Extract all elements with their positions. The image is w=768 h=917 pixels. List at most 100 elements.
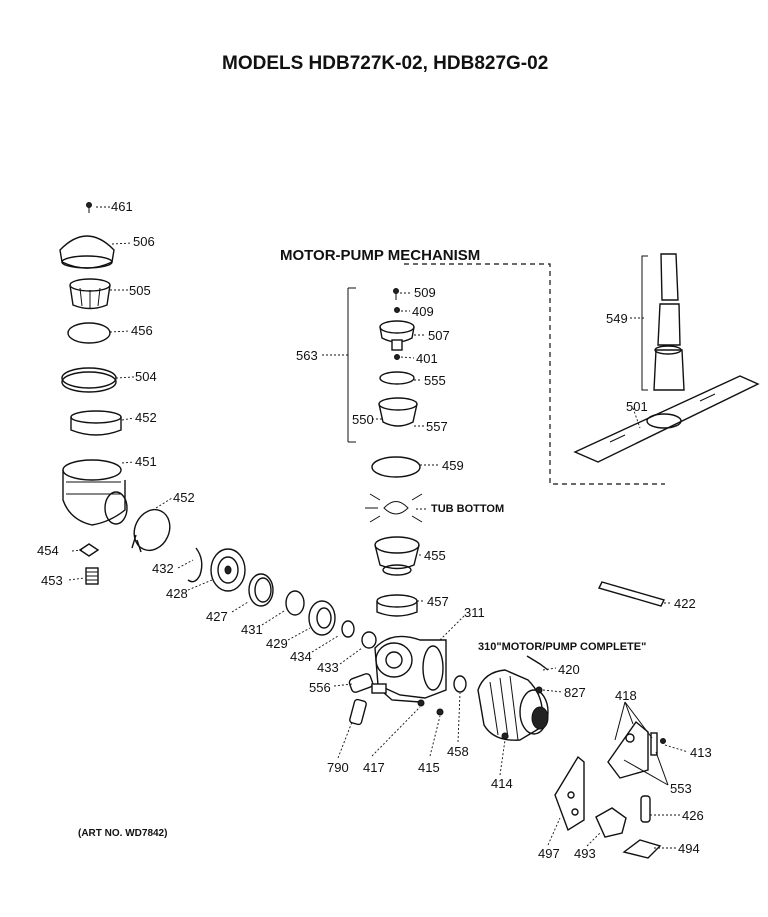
part-label-509: 509: [414, 285, 436, 300]
part-labels: 461 506 505 456 504 452 451 452 454 453 …: [37, 199, 712, 861]
nut-550-557: [378, 397, 418, 427]
part-label-428: 428: [166, 586, 188, 601]
wire-420: [526, 655, 549, 671]
part-label-432: 432: [152, 561, 174, 576]
strainer-505: [69, 278, 111, 310]
part-label-451: 451: [135, 454, 157, 469]
washer-434: [341, 620, 355, 638]
part-label-505: 505: [129, 283, 151, 298]
part-label-417: 417: [363, 760, 385, 775]
tub-bottom-callout: TUB BOTTOM: [431, 503, 504, 515]
washer-401: [394, 354, 400, 360]
spray-arm-501: [573, 375, 760, 463]
part-label-504: 504: [135, 369, 157, 384]
part-label-452-upper: 452: [135, 410, 157, 425]
part-label-555: 555: [424, 373, 446, 388]
washer-409: [394, 307, 400, 313]
part-label-311: 311: [464, 605, 485, 620]
screw-553: [650, 732, 658, 756]
impeller-429: [308, 600, 336, 636]
tube-556: [348, 673, 374, 693]
impeller-428: [210, 548, 246, 592]
ring-456: [67, 322, 111, 344]
cover-506: [59, 235, 115, 269]
section-title: MOTOR-PUMP MECHANISM: [280, 247, 480, 264]
screw-414: [501, 732, 509, 740]
clamp-452-upper: [70, 410, 122, 436]
boundary-dashed: [404, 263, 665, 485]
bracket-418: [607, 720, 649, 779]
part-label-497: 497: [538, 846, 560, 861]
guard-427: [248, 573, 274, 607]
leader-lines: [68, 206, 689, 849]
part-label-427: 427: [206, 609, 228, 624]
part-label-415: 415: [418, 760, 440, 775]
housing-451: [62, 459, 128, 526]
part-label-827: 827: [564, 685, 586, 700]
seal-431: [285, 590, 305, 616]
screw-417: [417, 699, 425, 707]
gasket-459: [371, 456, 421, 478]
part-label-426: 426: [682, 808, 704, 823]
part-label-493: 493: [574, 846, 596, 861]
seal-454: [78, 543, 100, 557]
spring-432: [187, 547, 203, 583]
part-label-452-lower: 452: [173, 490, 195, 505]
part-label-790: 790: [327, 760, 349, 775]
ring-504: [61, 367, 117, 393]
clamp-452-lower: [131, 508, 171, 553]
part-label-553: 553: [670, 781, 692, 796]
part-label-420: 420: [558, 662, 580, 677]
screw-415: [436, 708, 444, 716]
part-label-401: 401: [416, 351, 438, 366]
part-label-458: 458: [447, 744, 469, 759]
part-label-414: 414: [491, 776, 513, 791]
diagram-title: MODELS HDB727K-02, HDB827G-02: [222, 53, 548, 74]
part-label-434: 434: [290, 649, 312, 664]
pump-housing-311: [374, 635, 447, 703]
clip-413: [660, 738, 666, 744]
mount-493: [595, 807, 627, 838]
part-label-563: 563: [296, 348, 318, 363]
seal-458: [453, 675, 467, 693]
part-label-422: 422: [674, 596, 696, 611]
part-label-556: 556: [309, 680, 331, 695]
tube-549: [653, 253, 685, 391]
part-label-457: 457: [427, 594, 449, 609]
part-label-549: 549: [606, 311, 628, 326]
part-label-550: 550: [352, 412, 374, 427]
seal-433: [361, 631, 377, 649]
pin-426: [640, 795, 651, 823]
part-label-429: 429: [266, 636, 288, 651]
fitting: [371, 683, 387, 694]
part-label-454: 454: [37, 543, 59, 558]
spring-453: [85, 567, 99, 585]
part-label-501: 501: [626, 399, 648, 414]
screw-461: [86, 202, 92, 213]
part-label-409: 409: [412, 304, 434, 319]
ring-457: [376, 594, 418, 617]
art-number: (ART NO. WD7842): [78, 828, 167, 839]
rod-422: [597, 581, 666, 607]
part-label-494: 494: [678, 841, 700, 856]
part-label-456: 456: [131, 323, 153, 338]
hub-455: [374, 536, 420, 576]
bracket-563: [347, 287, 356, 443]
hub-507: [379, 320, 415, 351]
mount-494: [622, 839, 662, 859]
tub-bottom-marker: [365, 493, 423, 523]
part-label-455: 455: [424, 548, 446, 563]
clip-827: [535, 686, 543, 694]
part-label-507: 507: [428, 328, 450, 343]
part-label-557: 557: [426, 419, 448, 434]
part-label-461: 461: [111, 199, 133, 214]
part-label-418: 418: [615, 688, 637, 703]
part-label-453: 453: [41, 573, 63, 588]
part-label-433: 433: [317, 660, 339, 675]
screw-509: [393, 288, 399, 300]
part-label-459: 459: [442, 458, 464, 473]
part-label-431: 431: [241, 622, 263, 637]
valve-790: [349, 698, 367, 726]
